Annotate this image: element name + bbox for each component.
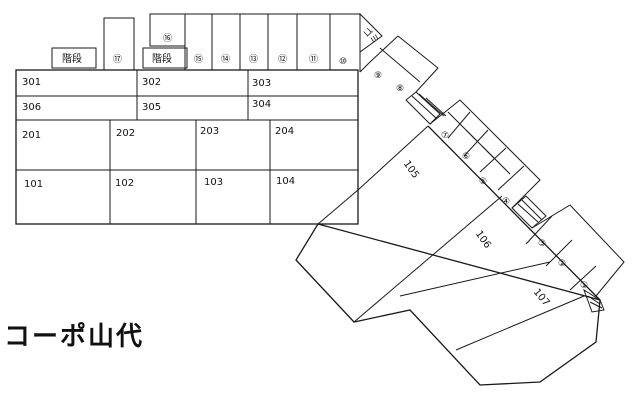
parking-17: ⑰ [113,54,122,65]
parking-16: ⑯ [163,33,172,44]
room-303: 303 [252,78,271,89]
room-107: 107 [531,287,552,309]
parking-8: ⑧ [396,84,404,94]
parking-6: ⑥ [462,152,470,162]
stairs-box-right [142,47,188,69]
property-name: コーポ山代 [4,321,144,352]
parking-row-top [103,13,361,72]
building-diagonal [295,125,601,386]
parking-7: ⑦ [441,131,449,141]
room-301: 301 [22,77,41,88]
room-102: 102 [115,178,134,189]
room-306: 306 [22,102,41,113]
room-103: 103 [204,177,223,188]
room-302: 302 [142,77,161,88]
parking-3: ③ [538,239,546,249]
stairs-label-left: 階段 [62,52,82,65]
room-204: 204 [275,126,294,137]
parking-1: ① [580,281,588,291]
parking-9: ⑨ [374,71,382,81]
room-202: 202 [116,128,135,139]
room-105: 105 [401,159,421,181]
parking-12: ⑫ [278,54,287,65]
parking-2: ② [558,259,566,269]
parking-15: ⑮ [194,54,203,65]
parking-4: ④ [502,197,510,207]
room-304: 304 [252,99,271,110]
room-201: 201 [22,130,41,141]
building-left [15,69,359,225]
parking-11: ⑪ [309,54,318,65]
parking-14: ⑭ [221,54,230,65]
parking-strip-diagonal [359,35,625,313]
room-203: 203 [200,126,219,137]
stairs-label-right: 階段 [152,52,172,65]
parking-13: ⑬ [249,54,258,65]
room-106: 106 [473,229,493,251]
parking-10: ⑩ [339,57,347,67]
room-101: 101 [24,179,43,190]
stairs-box-left [51,47,97,69]
room-104: 104 [276,176,295,187]
garbage-label: ゴミ [360,25,381,46]
room-305: 305 [142,102,161,113]
garbage-area [359,12,383,53]
